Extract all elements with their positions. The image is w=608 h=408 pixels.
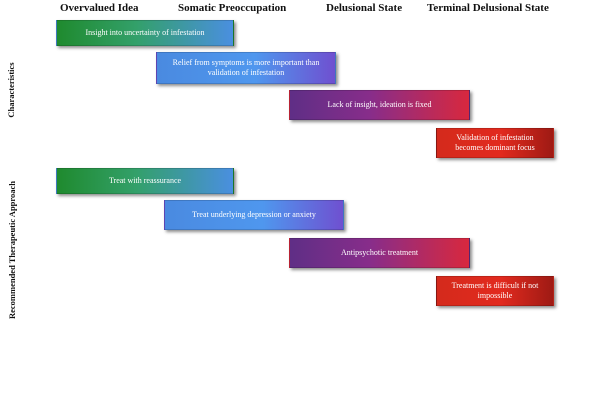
stage-header-overvalued-idea: Overvalued Idea: [60, 2, 139, 14]
approach-bar-overvalued-idea: Treat with reassurance: [56, 168, 234, 194]
stage-header-delusional-state: Delusional State: [326, 2, 403, 14]
characteristic-bar-somatic-preoccupation: Relief from symptoms is more important t…: [156, 52, 336, 84]
row-label-characteristics: Characteristics: [6, 62, 16, 118]
approach-bar-terminal-delusional-state: Treatment is difficult if not impossible: [436, 276, 554, 306]
stage-header-terminal-delusional-state: Terminal Delusional State: [427, 2, 549, 14]
row-label-therapeutic-approach: Recommended Therapeutic Approach: [7, 180, 17, 320]
stage-header-somatic-preoccupation: Somatic Preoccupation: [178, 2, 287, 14]
approach-bar-somatic-preoccupation: Treat underlying depression or anxiety: [164, 200, 344, 230]
characteristic-bar-terminal-delusional-state: Validation of infestation becomes domina…: [436, 128, 554, 158]
characteristic-bar-overvalued-idea: Insight into uncertainty of infestation: [56, 20, 234, 46]
characteristic-bar-delusional-state: Lack of insight, ideation is fixed: [289, 90, 470, 120]
approach-bar-delusional-state: Antipsychotic treatment: [289, 238, 470, 268]
